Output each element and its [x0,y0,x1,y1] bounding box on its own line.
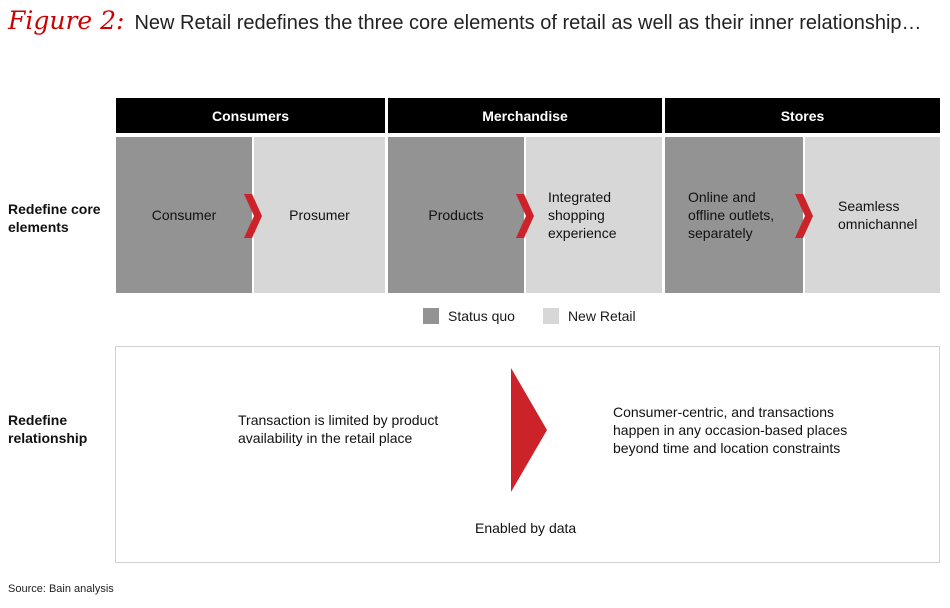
column-header-merchandise: Merchandise [388,98,662,133]
consumers-status-quo-text: Consumer [151,207,217,223]
merchandise-chevron-icon [516,194,534,238]
legend: Status quo New Retail [423,308,664,324]
row-label-relationship: Redefine relationship [8,412,88,446]
legend-item-status-quo: Status quo [423,308,515,324]
relationship-enabler-text: Enabled by data [475,520,577,536]
legend-label-status-quo: Status quo [448,308,515,324]
transition-arrow-icon [511,368,547,492]
figure-title-text: New Retail redefines the three core elem… [134,12,922,34]
merchandise-new-retail-cell: Integrated shopping experience [526,137,662,293]
figure-title: Figure 2: New Retail redefines the three… [8,6,922,42]
column-header-stores: Stores [665,98,940,133]
merchandise-status-quo-text: Products [428,207,484,223]
merchandise-status-quo-cell: Products [388,137,524,293]
relationship-panel [115,346,940,563]
consumers-status-quo-cell: Consumer [116,137,252,293]
relationship-after-text: Consumer-centric, and transactions happe… [613,404,848,456]
relationship-before-text: Transaction is limited by product availa… [238,412,439,446]
column-header-consumers: Consumers [116,98,385,133]
consumers-chevron-icon [244,194,262,238]
legend-swatch-new-retail [542,308,559,324]
figure-label: Figure 2: [8,6,125,35]
legend-item-new-retail: New Retail [542,308,636,324]
merchandise-new-retail-text: Integrated shopping experience [548,189,617,241]
consumers-new-retail-text: Prosumer [289,207,350,223]
stores-status-quo-cell: Online and offline outlets, separately [665,137,803,293]
stores-new-retail-text: Seamless omnichannel [838,198,918,232]
row-label-core-elements: Redefine core elements [8,201,101,235]
legend-swatch-status-quo [423,308,439,324]
stores-new-retail-cell: Seamless omnichannel [805,137,940,293]
consumers-new-retail-cell: Prosumer [254,137,385,293]
stores-status-quo-text: Online and offline outlets, separately [688,189,775,241]
source-note: Source: Bain analysis [8,583,114,595]
legend-label-new-retail: New Retail [567,308,636,324]
stores-chevron-icon [795,194,813,238]
